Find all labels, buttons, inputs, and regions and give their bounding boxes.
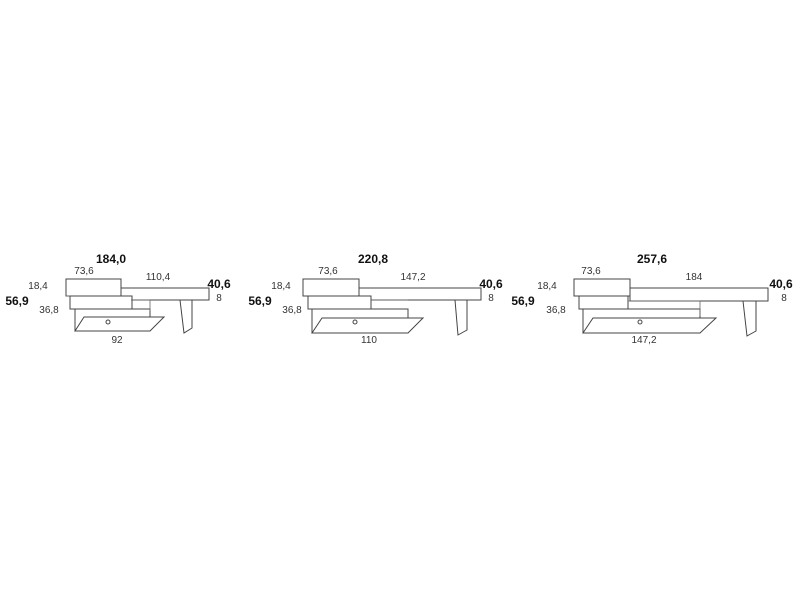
fig2-box-top [302, 278, 360, 297]
fig1-box-width: 73,6 [74, 266, 94, 277]
fig3-height-top: 40,6 [769, 277, 793, 291]
figure-1-drawing [65, 278, 210, 334]
fig1-tabletop [120, 287, 210, 301]
fig1-top-thickness: 8 [216, 293, 222, 304]
fig2-box-width: 73,6 [318, 266, 338, 277]
fig2-top-width: 147,2 [400, 272, 426, 283]
fig3-base-width: 147,2 [631, 335, 657, 346]
fig1-base-width: 92 [111, 335, 123, 346]
fig1-leg [179, 299, 193, 334]
fig2-base-width: 110 [361, 335, 377, 346]
fig1-box-top [65, 278, 122, 297]
fig3-tabletop [629, 287, 769, 302]
fig2-height-total: 56,9 [248, 294, 272, 308]
fig1-height-top: 40,6 [207, 277, 231, 291]
fig1-base-plate [74, 316, 166, 332]
fig3-height-total: 56,9 [511, 294, 535, 308]
fig3-total-width: 257,6 [636, 252, 668, 266]
fig3-base-height: 36,8 [546, 305, 566, 316]
fig3-box-width: 73,6 [581, 266, 601, 277]
fig2-base-plate [311, 317, 425, 334]
fig2-base-height: 36,8 [282, 305, 302, 316]
fig1-box-height: 18,4 [28, 281, 48, 292]
fig3-top-width: 184 [685, 272, 703, 283]
figure-3-drawing [573, 278, 769, 337]
fig2-drawer [307, 295, 372, 310]
fig3-knob [637, 319, 643, 325]
fig1-top-width: 110,4 [145, 272, 171, 283]
fig2-total-width: 220,8 [357, 252, 389, 266]
fig3-drawer [578, 295, 629, 310]
fig1-base-height: 36,8 [39, 305, 59, 316]
fig1-drawer [69, 295, 133, 310]
fig2-tabletop [358, 287, 482, 301]
fig3-base-plate [582, 317, 718, 334]
fig3-box-top [573, 278, 631, 297]
fig2-knob [352, 319, 358, 325]
fig2-box-height: 18,4 [271, 281, 291, 292]
fig2-height-top: 40,6 [479, 277, 503, 291]
fig3-box-height: 18,4 [537, 281, 557, 292]
fig3-top-thickness: 8 [781, 293, 787, 304]
fig1-knob [105, 319, 111, 325]
fig2-leg [454, 299, 468, 336]
figure-2-drawing [302, 278, 482, 336]
fig1-total-width: 184,0 [95, 252, 127, 266]
fig1-height-total: 56,9 [5, 294, 29, 308]
fig3-leg [742, 300, 757, 337]
fig2-top-thickness: 8 [488, 293, 494, 304]
